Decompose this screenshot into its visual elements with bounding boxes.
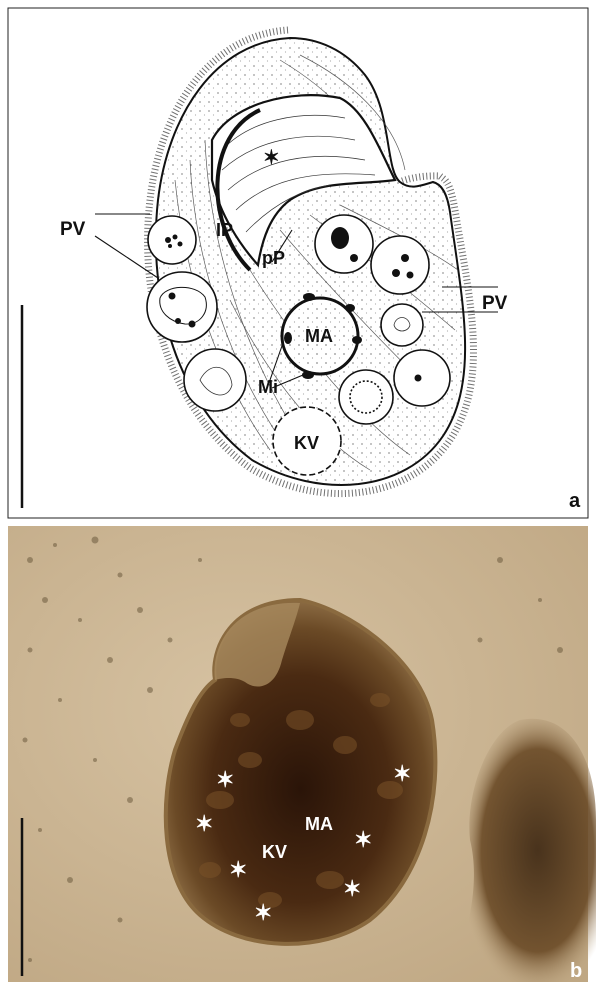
label-mi: Mi <box>258 377 278 397</box>
svg-text:✶: ✶ <box>254 900 272 925</box>
svg-text:✶: ✶ <box>354 827 372 852</box>
panel-a: ✶ <box>8 8 588 518</box>
label-pp: pP <box>262 248 285 268</box>
panel-letter-b: b <box>570 960 582 982</box>
label-kv-a: KV <box>294 433 319 453</box>
svg-text:✶: ✶ <box>229 857 247 882</box>
label-ip: IP <box>216 220 233 240</box>
label-pv-right: PV <box>482 293 508 314</box>
label-pv-left: PV <box>60 219 86 240</box>
label-kv-b: KV <box>262 842 287 862</box>
panel-letter-a: a <box>569 490 581 512</box>
panel-b: ✶ ✶ ✶ ✶ ✶ ✶ ✶ MA KV b <box>8 526 596 982</box>
star-marker: ✶ <box>263 147 280 169</box>
svg-text:✶: ✶ <box>393 761 411 786</box>
svg-text:✶: ✶ <box>343 876 361 901</box>
label-ma-b: MA <box>305 814 333 834</box>
svg-text:✶: ✶ <box>195 811 213 836</box>
label-ma: MA <box>305 326 333 346</box>
svg-text:✶: ✶ <box>216 767 234 792</box>
